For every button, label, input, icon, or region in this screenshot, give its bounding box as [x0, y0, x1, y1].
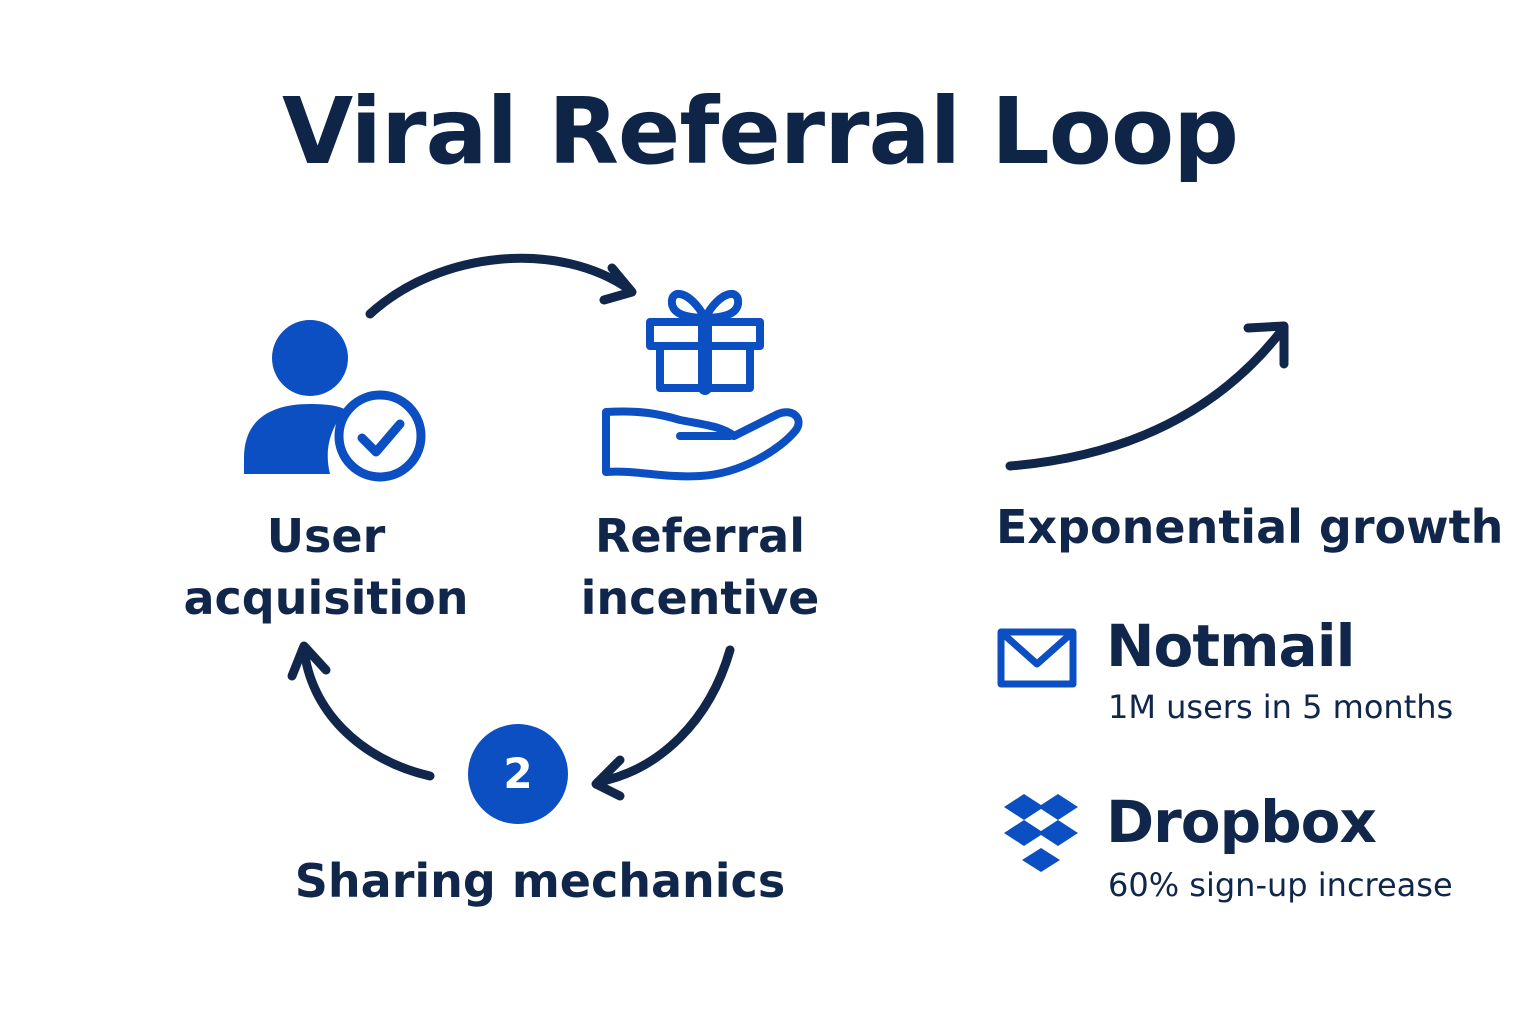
growth-arrow-icon [1005, 325, 1287, 471]
step-user-line2: acquisition [183, 571, 469, 625]
step-user-acquisition: User acquisition [176, 505, 476, 629]
step-referral-line2: incentive [580, 571, 820, 625]
step-sharing-mechanics: Sharing mechanics [294, 854, 786, 908]
example-notmail-stat: 1M users in 5 months [1108, 688, 1454, 726]
page-title: Viral Referral Loop [281, 78, 1239, 185]
loop-arrow-right [593, 645, 735, 787]
dropbox-logo-icon [1004, 794, 1078, 872]
step-number-badge: 2 [468, 724, 568, 824]
user-check-icon [244, 320, 426, 482]
example-dropbox-stat: 60% sign-up increase [1108, 866, 1453, 904]
example-dropbox-name: Dropbox [1106, 788, 1377, 856]
loop-arrow-right-head [591, 755, 625, 801]
example-notmail-name: Notmail [1106, 612, 1355, 680]
growth-label: Exponential growth [996, 500, 1504, 554]
step-referral-incentive: Referral incentive [565, 505, 835, 629]
loop-arrow-top-head [599, 263, 637, 305]
step-referral-line1: Referral [594, 509, 805, 563]
loop-arrow-left [299, 643, 435, 781]
step-user-line1: User [266, 509, 386, 563]
gift-hand-icon [602, 290, 803, 481]
envelope-icon [997, 628, 1077, 688]
loop-arrow-top [365, 253, 635, 319]
growth-arrow-head [1243, 321, 1289, 369]
loop-arrow-left-head [287, 641, 331, 681]
